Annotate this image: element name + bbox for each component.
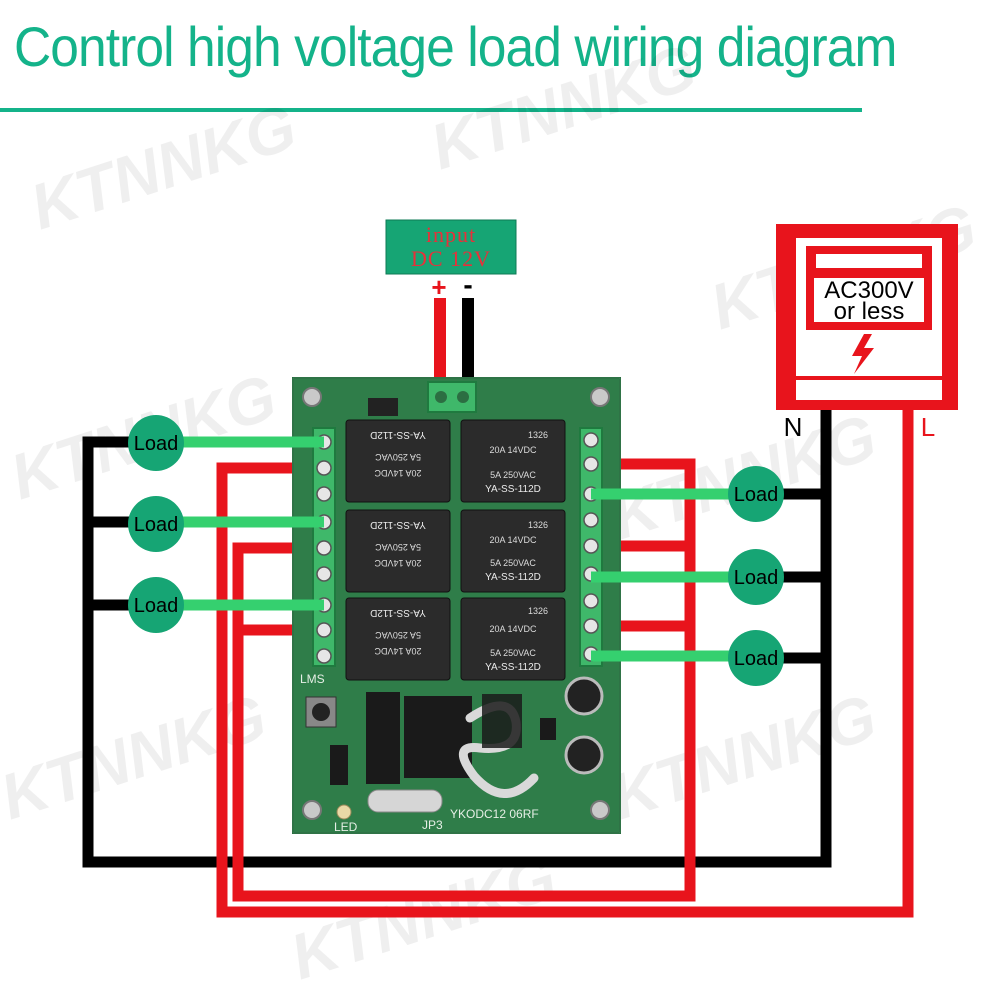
negative-sign: - [463, 269, 472, 300]
load-node-1 [128, 415, 184, 471]
button-cap-icon [312, 703, 330, 721]
load-node-4 [728, 466, 784, 522]
receiver-module [404, 696, 472, 778]
watermark-text: KTNNKG [602, 680, 885, 833]
page-title: Control high voltage load wiring diagram [14, 15, 897, 78]
relay-model-label: YA-SS-112D [370, 429, 426, 440]
led-label: LED [334, 820, 358, 834]
relay-rating-high: 20A 14VDC [489, 535, 537, 545]
relay-6 [460, 597, 566, 681]
crystal-oscillator [367, 789, 443, 813]
relay-3 [345, 509, 451, 593]
live-bus-wire [216, 410, 914, 918]
watermark-text: KTNNKG [22, 90, 305, 243]
load-node-6 [728, 630, 784, 686]
watermark-text: KTNNKG [422, 30, 705, 183]
relay-rating-low: 5A 250VAC [375, 542, 421, 552]
meter-base [796, 380, 942, 400]
relay-model-label: YA-SS-112D [370, 607, 426, 618]
load-label-4: Load [734, 484, 779, 506]
relay-rating-low: 5A 250VAC [375, 630, 421, 640]
relay-board: YA-SS-112D 5A 250VAC 20A 14VDC 1326 20A … [292, 377, 621, 834]
meter-limit-label: or less [834, 298, 905, 325]
decoder-chip [366, 692, 400, 784]
relay-model-label: YA-SS-112D [485, 572, 541, 583]
led-indicator-icon [336, 804, 352, 820]
relay-rating-high: 20A 14VDC [374, 646, 422, 656]
load-nodes: Load Load Load Load Load Load [128, 415, 784, 686]
mount-hole-icon [590, 387, 610, 407]
relay-model-label: YA-SS-112D [370, 519, 426, 530]
relay-code: 1326 [528, 430, 548, 440]
meter-display-slot [816, 254, 922, 268]
relay-rating-high: 20A 14VDC [374, 468, 422, 478]
dc-input-voltage: DC 12V [411, 246, 491, 271]
relay-rating-high: 20A 14VDC [489, 445, 537, 455]
load-node-2 [128, 496, 184, 552]
neutral-wiring [82, 410, 832, 868]
board-model-label: YKODC12 06RF [450, 807, 539, 821]
relay-grid: YA-SS-112D 5A 250VAC 20A 14VDC 1326 20A … [345, 419, 566, 681]
live-loop-wire [232, 458, 696, 902]
mount-hole-icon [302, 800, 322, 820]
relay-rating-low: 5A 250VAC [375, 452, 421, 462]
load-label-6: Load [734, 648, 779, 670]
diode-component [368, 398, 398, 416]
mount-hole-icon [302, 387, 322, 407]
load-label-1: Load [134, 433, 179, 455]
relay-code: 1326 [528, 520, 548, 530]
relay-1 [345, 419, 451, 503]
meter-voltage-label: AC300V [824, 277, 913, 304]
transistor-component [540, 718, 556, 740]
load-label-2: Load [134, 514, 179, 536]
load-node-3 [128, 577, 184, 633]
load-wiring [180, 436, 732, 662]
relay-model-label: YA-SS-112D [485, 662, 541, 673]
relay-code: 1326 [528, 606, 548, 616]
jp3-label: JP3 [422, 818, 443, 832]
positive-sign: + [431, 272, 446, 302]
dc-input-label: input DC 12V + - [385, 219, 517, 302]
meter-text-panel [814, 278, 924, 322]
left-terminal-screws [316, 434, 332, 664]
ic-chip [482, 694, 522, 748]
neutral-terminal-label: N [784, 412, 803, 442]
relay-model-label: YA-SS-112D [485, 484, 541, 495]
capacitor-icon [564, 676, 604, 716]
ac-power-meter: AC300V or less [776, 224, 958, 410]
dc-input-box [385, 219, 517, 275]
mount-hole-icon [590, 800, 610, 820]
capacitor-icon [564, 735, 604, 775]
live-terminal-label: L [921, 412, 935, 442]
jumper-header [330, 745, 348, 785]
relay-rating-low: 5A 250VAC [490, 558, 536, 568]
lightning-bolt-icon [852, 334, 874, 374]
load-node-5 [728, 549, 784, 605]
relay-4 [460, 509, 566, 593]
relay-rating-low: 5A 250VAC [490, 470, 536, 480]
dc-input-title: input [426, 222, 476, 247]
load-label-3: Load [134, 595, 179, 617]
load-label-5: Load [734, 567, 779, 589]
right-terminal-screws [583, 432, 599, 662]
relay-rating-low: 5A 250VAC [490, 648, 536, 658]
neutral-bus-wire [82, 410, 832, 868]
title-underline [0, 108, 862, 112]
relay-rating-high: 20A 14VDC [374, 558, 422, 568]
lms-label: LMS [300, 672, 325, 686]
relay-2 [460, 419, 566, 503]
relay-5 [345, 597, 451, 681]
relay-rating-high: 20A 14VDC [489, 624, 537, 634]
